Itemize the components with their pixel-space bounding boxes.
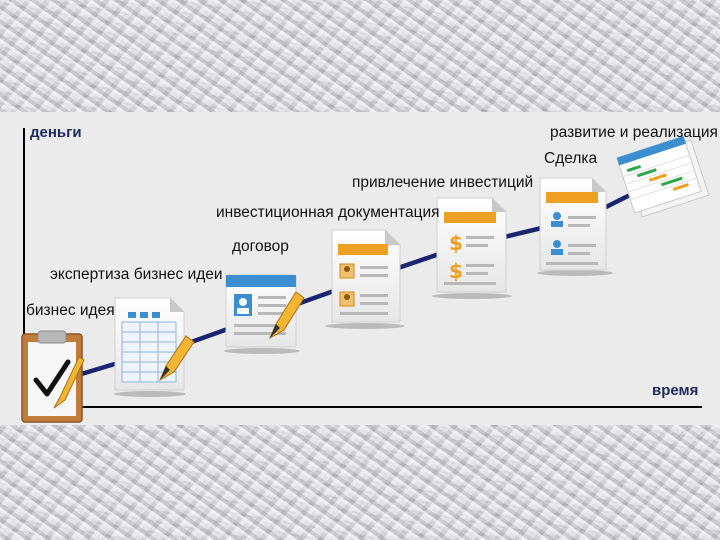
stage-label-contract: договор: [232, 238, 289, 255]
gantt-chart-icon: [616, 135, 710, 218]
clipboard-check-icon: [21, 330, 85, 423]
document-users-icon: [537, 177, 613, 276]
document-profiles-icon: [325, 229, 405, 329]
stage-label-attracting-investment: привлечение инвестиций: [352, 174, 534, 191]
y-axis-label: деньги: [30, 124, 82, 141]
stage-label-expertise: экспертиза бизнес идеи: [50, 266, 223, 283]
x-axis-label: время: [652, 382, 699, 399]
stage-label-business-idea: бизнес идея: [26, 302, 115, 319]
spreadsheet-pencil-icon: [114, 297, 195, 397]
stage-label-development: развитие и реализация: [550, 124, 718, 141]
svg-text:$: $: [449, 231, 463, 255]
stage-label-investment-docs: инвестиционная документация: [216, 204, 440, 221]
stage-label-deal: Сделка: [544, 150, 598, 167]
svg-text:$: $: [449, 259, 463, 283]
profile-card-pencil-icon: [224, 274, 305, 354]
document-dollar-icon: $ $: [432, 197, 512, 299]
